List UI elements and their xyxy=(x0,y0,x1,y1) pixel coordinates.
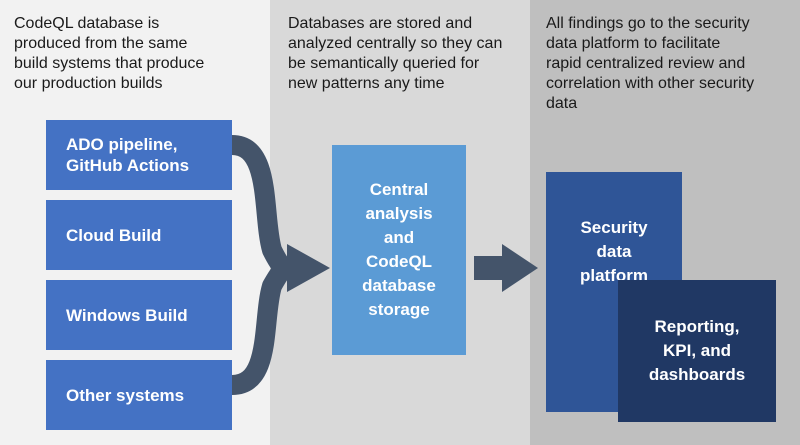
merge-arrow-shaft xyxy=(230,135,291,395)
source-box-cloud-build: Cloud Build xyxy=(46,200,232,270)
central-description: Databases are stored and analyzed centra… xyxy=(288,15,503,92)
transfer-arrow-shaft xyxy=(474,256,504,280)
source-box-other-systems: Other systems xyxy=(46,360,232,430)
transfer-arrow-head xyxy=(502,244,538,292)
reporting-kpi-dashboards-box: Reporting, KPI, and dashboards xyxy=(618,280,776,422)
security-data-platform-label: Security data platform xyxy=(580,218,648,285)
merge-arrow-head xyxy=(287,244,330,292)
platform-description: All findings go to the security data pla… xyxy=(546,15,755,112)
sources-description: CodeQL database is produced from the sam… xyxy=(14,15,205,92)
reporting-kpi-dashboards-label: Reporting, KPI, and dashboards xyxy=(648,317,746,384)
source-box-windows-build: Windows Build xyxy=(46,280,232,350)
source-box-ado-github: ADO pipeline, GitHub Actions xyxy=(46,120,232,190)
central-analysis-box: Central analysis and CodeQL database sto… xyxy=(332,145,466,355)
central-analysis-label: Central analysis and CodeQL database sto… xyxy=(362,180,436,319)
